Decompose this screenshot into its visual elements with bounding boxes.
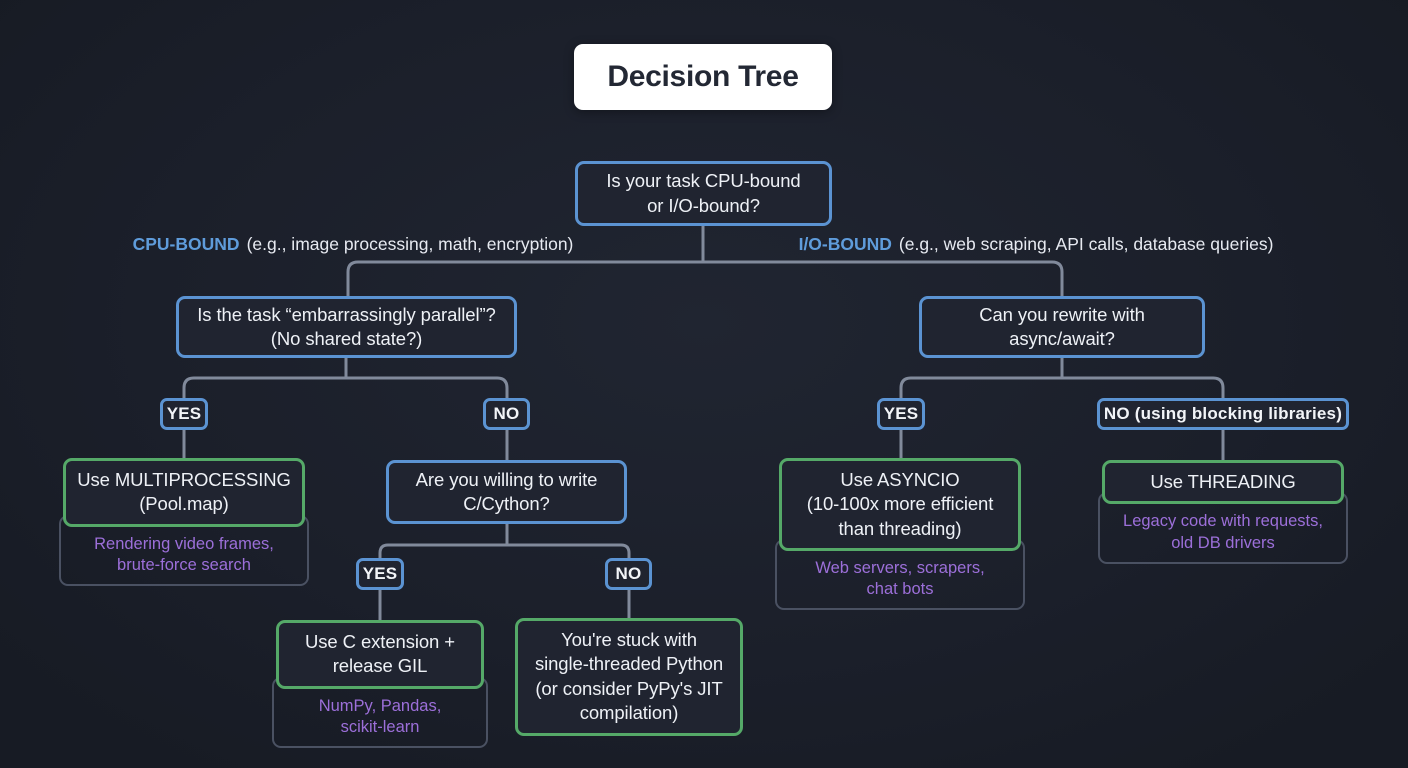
tag-cython-no: NO — [605, 558, 652, 590]
result-node-asyncio: Use ASYNCIO (10-100x more efficient than… — [779, 458, 1021, 552]
result-node-threading: Use THREADING — [1102, 460, 1344, 505]
result-group-asyncio: Use ASYNCIO (10-100x more efficient than… — [775, 458, 1025, 611]
tag-cython-yes: YES — [356, 558, 404, 590]
connector-cython-split — [378, 543, 631, 560]
branch-label-io-bound: I/O-BOUND (e.g., web scraping, API calls,… — [799, 233, 1274, 256]
cpu-bound-key: CPU-BOUND — [132, 234, 240, 254]
question-node-c-cython: Are you willing to write C/Cython? — [386, 460, 627, 524]
result-group-threading: Use THREADING Legacy code with requests,… — [1098, 460, 1348, 564]
tag-cpu-yes: YES — [160, 398, 208, 430]
branch-label-cpu-bound: CPU-BOUND (e.g., image processing, math, … — [133, 233, 574, 256]
cpu-bound-detail: (e.g., image processing, math, encryptio… — [246, 234, 574, 254]
connector-io-split — [899, 376, 1225, 400]
question-node-async-await: Can you rewrite with async/await? — [919, 296, 1205, 358]
connector-cpu-split — [182, 376, 509, 400]
result-node-single-threaded: You're stuck with single-threaded Python… — [515, 618, 743, 736]
tag-io-no-blocking-libraries: NO (using blocking libraries) — [1097, 398, 1349, 430]
connector-root-split — [346, 260, 1064, 298]
examples-multiprocessing: Rendering video frames, brute-force sear… — [59, 514, 309, 587]
io-bound-key: I/O-BOUND — [798, 234, 892, 254]
result-group-single-threaded: You're stuck with single-threaded Python… — [515, 618, 743, 736]
page-title: Decision Tree — [574, 44, 832, 110]
io-bound-detail: (e.g., web scraping, API calls, database… — [898, 234, 1274, 254]
result-node-c-extension: Use C extension + release GIL — [276, 620, 484, 689]
tag-io-yes: YES — [877, 398, 925, 430]
result-group-c-extension: Use C extension + release GIL NumPy, Pan… — [272, 620, 488, 749]
root-question-node: Is your task CPU-bound or I/O-bound? — [575, 161, 832, 226]
tag-cpu-no: NO — [483, 398, 530, 430]
result-group-multiprocessing: Use MULTIPROCESSING (Pool.map) Rendering… — [59, 458, 309, 587]
result-node-multiprocessing: Use MULTIPROCESSING (Pool.map) — [63, 458, 305, 527]
question-node-embarrassingly-parallel: Is the task “embarrassingly parallel”? (… — [176, 296, 517, 358]
